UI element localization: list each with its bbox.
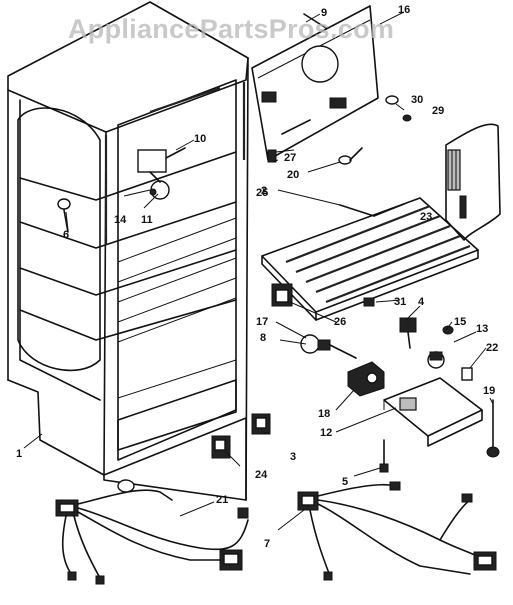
- callout-12: 12: [320, 427, 333, 439]
- callout-27: 27: [284, 152, 297, 164]
- crisper-tray: [261, 197, 479, 321]
- plug-part-6: [57, 198, 71, 233]
- callout-10: 10: [194, 133, 207, 145]
- bottom-housing: [383, 377, 483, 447]
- callout-11: 11: [141, 214, 153, 226]
- lamp-socket: [300, 334, 357, 359]
- callout-29: 29: [432, 105, 445, 117]
- parts-3-24: [211, 413, 271, 459]
- callout-17: 17: [256, 316, 269, 328]
- screws: [267, 95, 412, 165]
- cabinet-liner: [7, 1, 249, 501]
- callout-4: 4: [418, 296, 425, 308]
- control-housing: [445, 123, 501, 241]
- callout-26: 26: [334, 316, 347, 328]
- callout-1: 1: [16, 448, 23, 460]
- callout-16: 16: [398, 4, 411, 16]
- callout-30: 30: [411, 94, 424, 106]
- callout-3: 3: [290, 451, 297, 463]
- callout-15: 15: [454, 316, 467, 328]
- callout-24: 24: [255, 469, 268, 481]
- wire-harness-7: [297, 481, 497, 581]
- damper-parts: [399, 317, 473, 381]
- callout-23: 23: [420, 211, 433, 223]
- callout-19: 19: [483, 385, 496, 397]
- sensor-19: [486, 399, 500, 458]
- callout-8: 8: [260, 332, 267, 344]
- callout-13: 13: [476, 323, 489, 335]
- callout-7: 7: [264, 538, 271, 550]
- callout-31: 31: [394, 296, 407, 308]
- callout-9: 9: [321, 7, 328, 19]
- screw-5: [379, 439, 389, 473]
- wire-harness-21: [55, 479, 249, 585]
- callout-20: 20: [287, 169, 300, 181]
- callout-14: 14: [114, 214, 127, 226]
- callout-6: 6: [63, 229, 70, 241]
- callout-21: 21: [216, 494, 229, 506]
- callout-18: 18: [318, 408, 331, 420]
- back-panel: [251, 5, 379, 161]
- callout-5: 5: [342, 476, 349, 488]
- thermostat-assembly: [137, 147, 186, 200]
- callout-2: 2: [261, 185, 268, 197]
- part-26-block: [271, 283, 375, 307]
- switch-housing-18: [347, 361, 385, 397]
- watermark: AppliancePartsPros.com: [68, 14, 395, 44]
- callout-25: 25: [256, 187, 269, 199]
- leader-lines: [23, 11, 494, 531]
- callout-22: 22: [486, 342, 499, 354]
